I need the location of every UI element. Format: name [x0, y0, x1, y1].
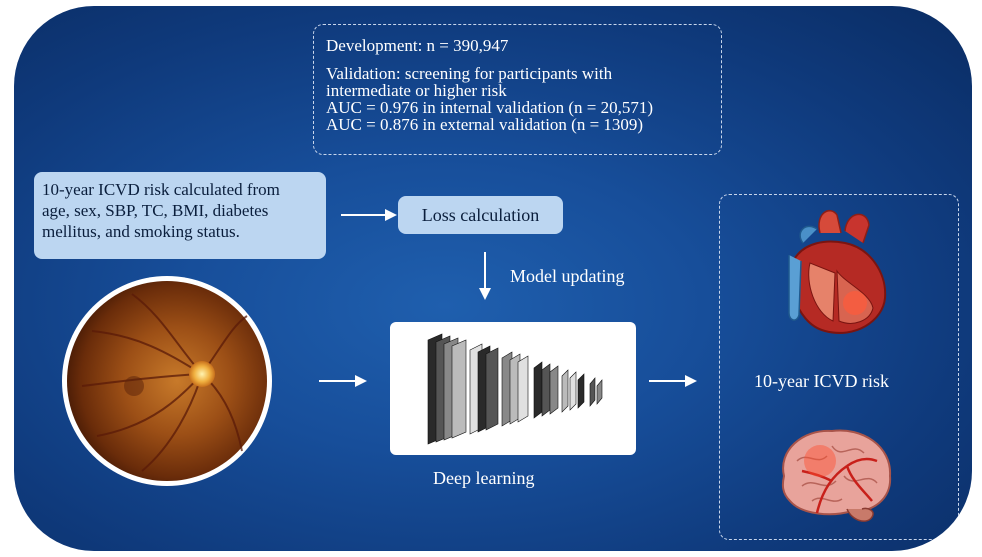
arrow-loss-to-model: [479, 252, 491, 300]
loss-calculation-pill: Loss calculation: [398, 196, 563, 234]
neural-network-layers-icon: [427, 333, 603, 445]
heart-icon: [788, 210, 887, 334]
deep-learning-model-box: [390, 322, 636, 455]
network-layer: [569, 371, 577, 411]
arrow-retina-to-model: [319, 375, 367, 387]
network-layer: [589, 377, 596, 407]
brain-icon: [781, 429, 892, 522]
arrow-input-to-loss: [341, 209, 397, 221]
network-layer: [549, 365, 559, 415]
network-layer: [541, 363, 551, 417]
study-stats-box: Development: n = 390,947 Validation: scr…: [313, 24, 722, 155]
network-layer: [533, 361, 543, 419]
development-text: Development: n = 390,947: [326, 36, 509, 55]
network-layer: [577, 373, 585, 409]
fundus-photo-icon: [67, 281, 267, 481]
network-layer: [517, 355, 529, 423]
risk-input-box: 10-year ICVD risk calculated from age, s…: [34, 172, 326, 259]
network-layer: [561, 369, 569, 413]
network-layer: [485, 347, 499, 431]
output-box: 10-year ICVD risk: [719, 194, 959, 540]
output-risk-label: 10-year ICVD risk: [754, 371, 889, 391]
model-updating-label: Model updating: [510, 266, 625, 286]
network-layer: [596, 379, 603, 405]
diagram-panel: Development: n = 390,947 Validation: scr…: [14, 6, 972, 551]
arrow-model-to-output: [649, 375, 697, 387]
deep-learning-label: Deep learning: [433, 468, 535, 488]
network-layer: [451, 339, 467, 439]
retina-fundus-image: [62, 276, 272, 486]
validation-text: Validation: screening for participants w…: [326, 64, 654, 134]
